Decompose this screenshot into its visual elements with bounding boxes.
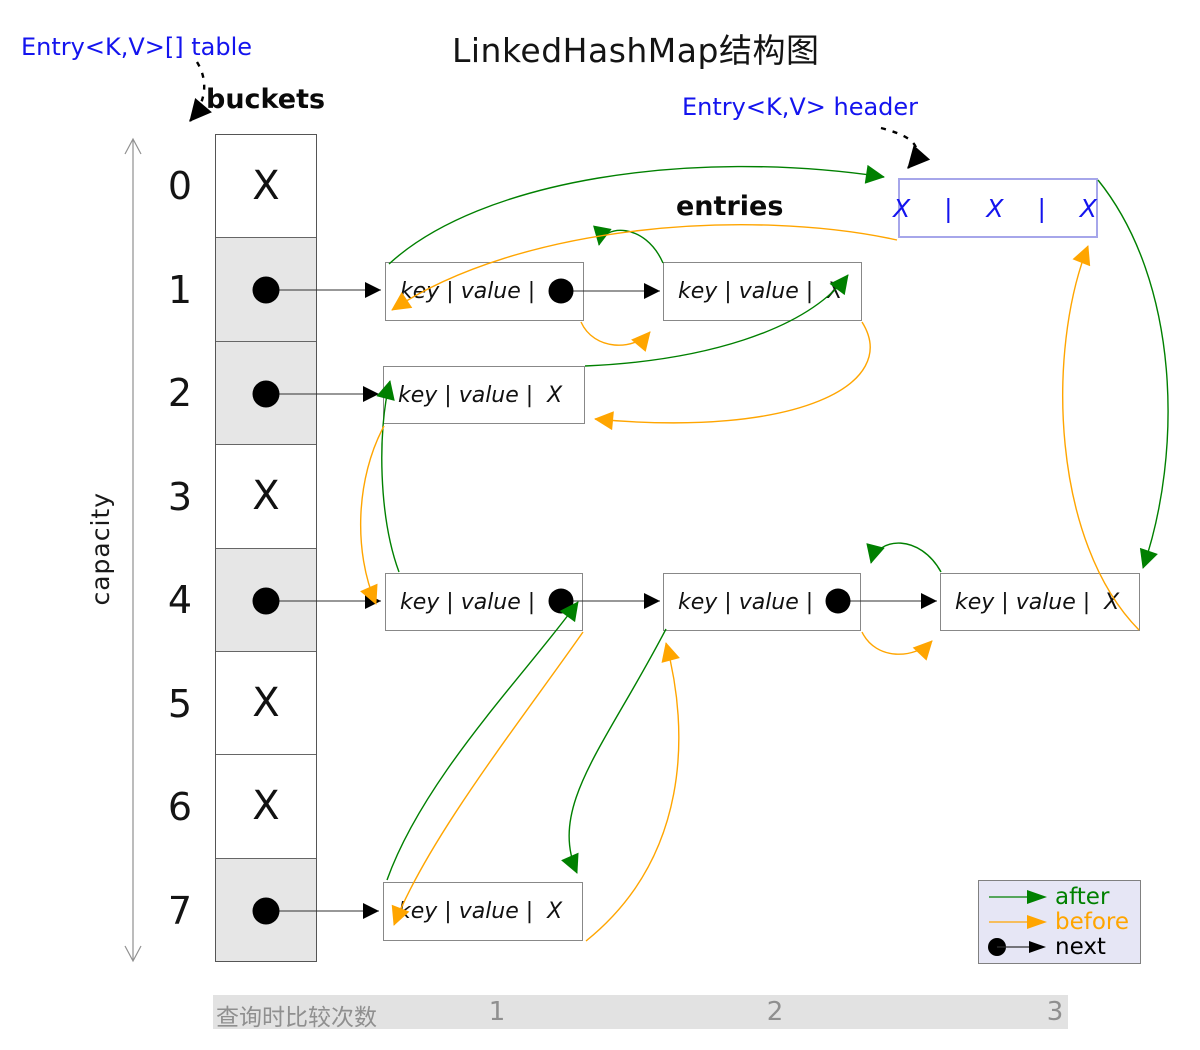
after-row4e2-to-row7e1 <box>561 628 667 874</box>
table-pointer-arrow <box>189 61 212 122</box>
bucket-index-4: 4 <box>167 578 192 622</box>
before-row1e1-to-row1e2 <box>580 321 651 352</box>
header-pointer-arrow <box>880 126 931 169</box>
bucket-index-6: 6 <box>167 785 192 829</box>
bucket-cell-4 <box>216 548 316 652</box>
header-entry-box: X | X | X <box>893 178 1098 238</box>
entry-box-row2-1: key | value | X <box>383 366 585 424</box>
bucket-array: X X X X <box>215 134 317 962</box>
legend-item-before: before <box>985 909 1140 934</box>
bucket-cell-3: X <box>216 445 316 549</box>
after-row1e2-to-row1e1 <box>593 225 664 264</box>
entry-label: key | value | <box>678 589 814 615</box>
bucket-index-5: 5 <box>167 682 192 726</box>
entry-box-row4-3: key | value | X <box>940 573 1140 631</box>
before-row1e2-to-row2e1 <box>594 321 871 431</box>
entry-box-row1-1: key | value | <box>385 262 584 321</box>
after-header-to-row4e3 <box>1097 179 1169 569</box>
bucket-cell-0: X <box>216 135 316 239</box>
page-title: LinkedHashMap结构图 <box>452 31 820 70</box>
next-arrow-icon <box>988 938 1046 957</box>
bucket-cell-1 <box>216 238 316 342</box>
bucket-index-0: 0 <box>167 164 192 208</box>
legend-before-label: before <box>1055 908 1130 935</box>
bucket-index-2: 2 <box>167 371 192 415</box>
bucket-index-3: 3 <box>167 475 192 519</box>
bucket-cell-6: X <box>216 755 316 859</box>
footer-label: 查询时比较次数 <box>216 1005 377 1031</box>
header-pointer-label: Entry<K,V> header <box>682 93 919 121</box>
after-row1e1-to-header <box>388 164 885 265</box>
before-row4e2-to-row4e3 <box>861 631 933 661</box>
after-arrow-icon <box>989 889 1047 904</box>
capacity-arrow <box>124 137 142 963</box>
entry-box-row4-2: key | value | <box>663 573 861 631</box>
entry-label: key | value | <box>400 279 536 304</box>
buckets-label: buckets <box>206 84 326 115</box>
footer-count-2: 2 <box>766 997 784 1027</box>
bucket-cell-5: X <box>216 652 316 756</box>
footer-count-3: 3 <box>1046 997 1064 1027</box>
table-pointer-label: Entry<K,V>[] table <box>21 33 252 61</box>
before-arrow-icon <box>989 914 1047 929</box>
before-row2e1-to-row4e1 <box>359 425 385 605</box>
legend-item-next: next <box>985 935 1140 960</box>
entry-label: key | value | X <box>678 279 843 304</box>
after-row7e1-to-row4e1 <box>386 601 579 881</box>
bucket-cell-7 <box>216 858 316 961</box>
bucket-index-1: 1 <box>167 268 192 312</box>
after-row4e3-to-row4e2 <box>866 542 942 573</box>
header-entry-text: X | X | X <box>893 193 1103 223</box>
legend-next-label: next <box>1055 934 1106 961</box>
before-row7e1-to-row4e2 <box>585 642 680 942</box>
bucket-index-7: 7 <box>167 889 192 933</box>
legend: after before next <box>978 880 1141 964</box>
entry-box-row4-1: key | value | <box>385 573 583 631</box>
entry-label: key | value | X <box>955 589 1120 615</box>
entries-label: entries <box>676 191 784 222</box>
footer-comparison-bar: 查询时比较次数 1 2 3 <box>213 995 1068 1031</box>
entry-box-row1-2: key | value | X <box>663 262 862 321</box>
entry-label: key | value | X <box>398 382 563 408</box>
legend-after-label: after <box>1055 883 1110 910</box>
footer-count-1: 1 <box>488 997 506 1027</box>
entry-label: key | value | <box>400 589 536 615</box>
entry-box-row7-1: key | value | X <box>383 882 583 941</box>
capacity-label: capacity <box>86 492 115 606</box>
entry-label: key | value | X <box>398 899 563 924</box>
bucket-cell-2 <box>216 341 316 446</box>
legend-item-after: after <box>985 884 1140 909</box>
